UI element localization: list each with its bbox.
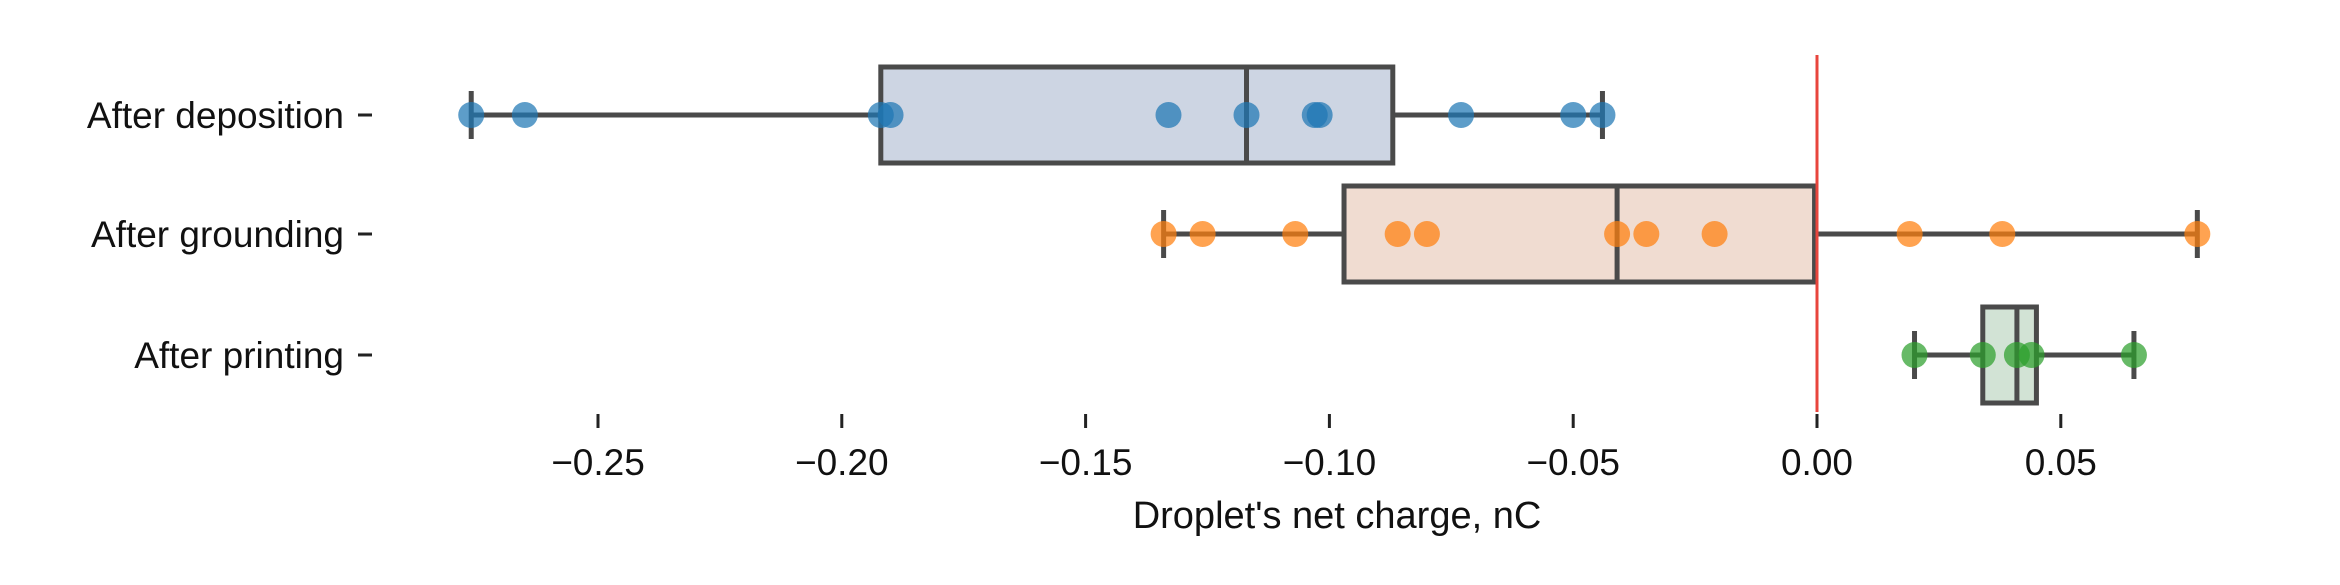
data-point (1189, 221, 1216, 247)
data-point (1233, 102, 1260, 128)
y-tick-label: After grounding (91, 214, 344, 255)
x-tick-label: −0.20 (795, 442, 889, 483)
x-tick-label: 0.05 (2025, 442, 2097, 483)
x-tick-label: 0.00 (1781, 442, 1853, 483)
series-1 (458, 64, 1616, 166)
data-point (1896, 221, 1923, 247)
data-point (1306, 102, 1333, 128)
x-axis-title: Droplet's net charge, nC (1133, 495, 1542, 537)
data-point (1701, 221, 1728, 247)
data-point (1604, 221, 1631, 247)
data-point (458, 102, 485, 128)
x-tick-label: −0.05 (1526, 442, 1620, 483)
data-point (1282, 221, 1309, 247)
data-point (2018, 342, 2045, 368)
x-tick-label: −0.15 (1039, 442, 1133, 483)
y-tick-label: After printing (134, 335, 344, 376)
y-tick-label: After deposition (87, 95, 344, 136)
data-point (1969, 342, 1996, 368)
plot-area (458, 55, 2211, 412)
data-point (1448, 102, 1475, 128)
data-point (1413, 221, 1440, 247)
x-tick-label: −0.25 (551, 442, 645, 483)
data-point (2184, 221, 2211, 247)
data-point (1589, 102, 1616, 128)
data-point (1633, 221, 1660, 247)
data-point (511, 102, 538, 128)
x-axis: −0.25 −0.20 −0.15 −0.10 −0.05 0.00 0.05 (551, 414, 2097, 483)
data-point (1989, 221, 2016, 247)
data-point (1384, 221, 1411, 247)
data-point (1901, 342, 1928, 368)
series-3 (1901, 304, 2147, 406)
data-point (877, 102, 904, 128)
x-tick-label: −0.10 (1283, 442, 1377, 483)
data-point (1560, 102, 1587, 128)
data-point (1155, 102, 1182, 128)
data-point (1150, 221, 1177, 247)
data-point (2120, 342, 2147, 368)
series-2 (1150, 183, 2211, 285)
